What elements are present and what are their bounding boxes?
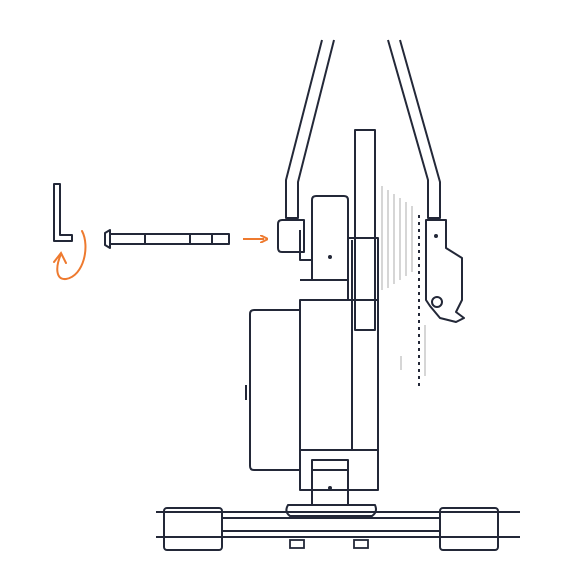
- thru-axle: [104, 229, 230, 249]
- bike-frame: [277, 39, 465, 323]
- trainer-base-leg: [156, 507, 520, 551]
- allen-key-icon: [53, 183, 73, 242]
- trainer-feet: [289, 539, 369, 549]
- rotate-arrow-icon: [53, 230, 87, 281]
- trainer-body: [245, 129, 379, 517]
- cassette: [381, 186, 426, 376]
